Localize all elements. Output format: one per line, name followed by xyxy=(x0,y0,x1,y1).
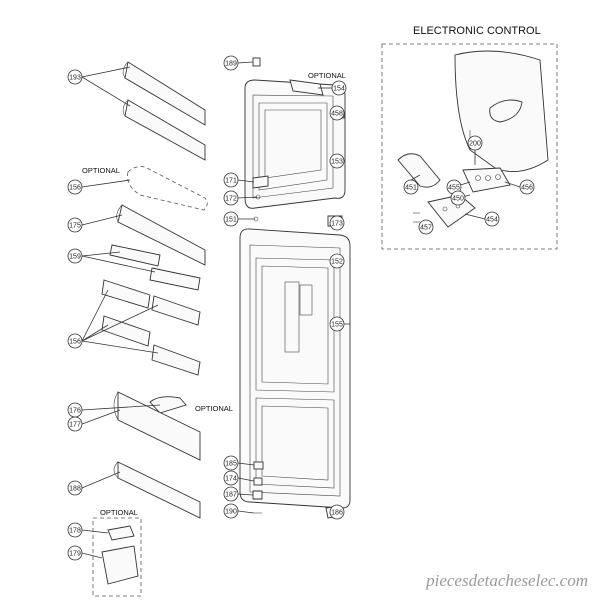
part-450: 450 xyxy=(452,196,464,203)
optional-box-178-179 xyxy=(92,517,142,597)
part-174: 174 xyxy=(225,476,237,483)
part-455: 455 xyxy=(448,185,460,192)
part-173: 173 xyxy=(331,221,343,228)
electronic-control-title: ELECTRONIC CONTROL xyxy=(413,25,541,37)
optional-label-178: OPTIONAL xyxy=(100,508,138,517)
part-187: 187 xyxy=(225,492,237,499)
part-200: 200 xyxy=(469,141,481,148)
watermark: piecesdetacheselec.com xyxy=(425,571,588,590)
part-178: 178 xyxy=(69,528,81,535)
part-152: 152 xyxy=(331,259,343,266)
optional-handle-154 xyxy=(289,79,324,96)
optional-label-176: OPTIONAL xyxy=(195,404,233,413)
part-179: 179 xyxy=(69,551,81,558)
electronic-control-box xyxy=(381,43,558,250)
part-155: 155 xyxy=(331,322,343,329)
optional-label-154: OPTIONAL xyxy=(308,71,346,80)
part-156a: 156 xyxy=(69,185,81,192)
part-458: 458 xyxy=(331,111,343,118)
part-189: 189 xyxy=(225,61,237,68)
part-193: 193 xyxy=(69,75,81,82)
part-185: 185 xyxy=(225,461,237,468)
fresh-food-door xyxy=(239,228,351,509)
part-175: 175 xyxy=(69,223,81,230)
part-451: 451 xyxy=(405,185,417,192)
part-171: 171 xyxy=(225,178,237,185)
part-172: 172 xyxy=(225,196,237,203)
left-leaders xyxy=(81,66,161,559)
door-bins xyxy=(101,61,208,519)
control-board xyxy=(462,167,511,193)
control-panel-cover xyxy=(454,50,549,173)
part-457: 457 xyxy=(420,225,432,232)
part-186: 186 xyxy=(331,510,343,517)
ice-scoop-and-box xyxy=(101,525,139,585)
part-454: 454 xyxy=(486,217,498,224)
part-151: 151 xyxy=(225,217,237,224)
part-190: 190 xyxy=(225,509,237,516)
part-159: 159 xyxy=(69,254,81,261)
callouts: 193 156 175 159 156 176 177 188 178 179 … xyxy=(67,55,535,561)
display-lens xyxy=(397,153,441,188)
part-176: 176 xyxy=(69,408,81,415)
part-153: 153 xyxy=(331,159,343,166)
part-456: 456 xyxy=(521,185,533,192)
part-177: 177 xyxy=(69,422,81,429)
part-154: 154 xyxy=(333,86,345,93)
optional-label-156: OPTIONAL xyxy=(82,166,120,175)
freezer-door xyxy=(244,79,346,209)
part-156b: 156 xyxy=(69,339,81,346)
part-188: 188 xyxy=(69,486,81,493)
